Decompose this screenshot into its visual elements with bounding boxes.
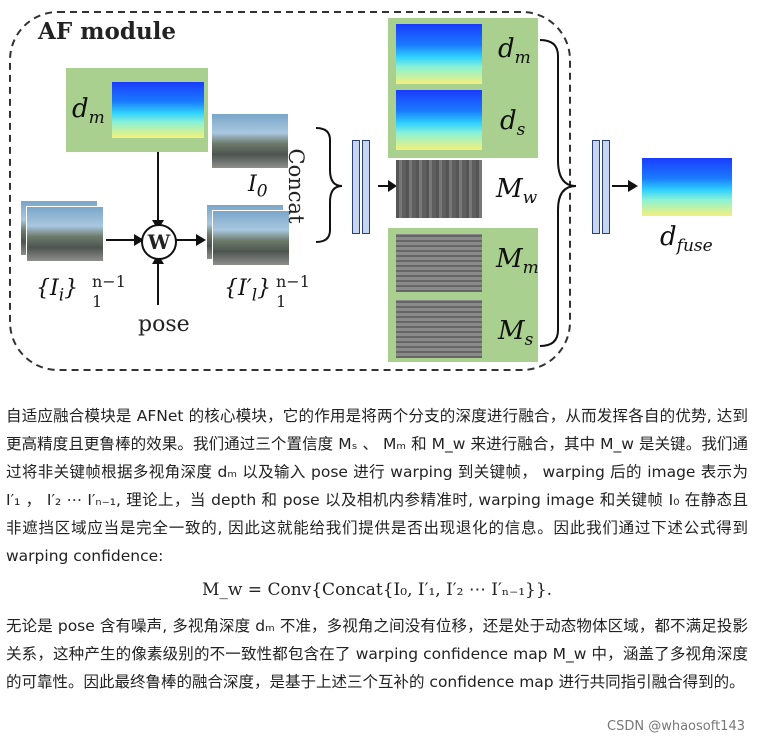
ms-map <box>396 300 482 358</box>
iprime-set-super: n−1 <box>276 272 310 291</box>
ii-set-super: n−1 <box>92 272 126 291</box>
ii-set-under: 1 <box>92 292 103 311</box>
i0-label: I0 <box>248 172 268 202</box>
ms-label: Ms <box>498 316 534 351</box>
conv-stack-2-bar-a <box>592 140 600 234</box>
mw-label: Mw <box>496 174 538 209</box>
module-title: AF module <box>38 18 177 45</box>
mw-map <box>396 160 482 218</box>
concat-brace <box>315 127 343 243</box>
confidence-panel <box>388 228 538 362</box>
depth-panel <box>388 18 538 158</box>
dm-depth-map-right <box>396 24 482 84</box>
dm-right-label: dm <box>498 34 531 69</box>
ii-image-front <box>26 206 104 262</box>
i0-image <box>212 114 288 168</box>
ds-depth-map <box>396 90 482 150</box>
fusion-brace <box>539 39 577 347</box>
mm-label: Mm <box>496 244 539 279</box>
module-border <box>9 11 571 371</box>
paragraph-2: 无论是 pose 含有噪声, 多视角深度 dₘ 不准，多视角之间没有位移，还是处… <box>6 617 748 691</box>
ii-set-label: {Ii} <box>36 276 79 306</box>
iprime-set-under: 1 <box>276 292 287 311</box>
pose-label: pose <box>138 312 190 337</box>
dm-panel <box>66 68 208 152</box>
watermark: CSDN @whaosoft143 <box>607 719 745 734</box>
conv-stack-1-bar-a <box>352 140 360 234</box>
af-module-diagram: AF module dm I0 {Ii} n−1 1 W pose {I′l} … <box>9 11 732 371</box>
mm-map <box>396 234 482 292</box>
ds-label: ds <box>500 106 526 141</box>
iprime-set-label: {I′l} <box>224 276 272 306</box>
iprime-image-front <box>212 210 290 266</box>
warp-node: W <box>141 224 177 260</box>
concat-label: Concat <box>284 148 308 224</box>
diagram-canvas <box>9 11 638 371</box>
dfuse-depth-map <box>642 158 732 216</box>
formula: M_w = Conv{Concat{I₀, I′₁, I′₂ ⋯ I′ₙ₋₁}}… <box>201 580 553 600</box>
dm-label: dm <box>72 94 105 129</box>
dm-depth-map <box>112 82 204 138</box>
article-body: 自适应融合模块是 AFNet 的核心模块，它的作用是将两个分支的深度进行融合，从… <box>6 402 748 696</box>
conv-stack-2-bar-b <box>602 140 610 234</box>
conv-stack-1-bar-b <box>362 140 370 234</box>
dfuse-label: dfuse <box>660 222 713 257</box>
paragraph-1: 自适应融合模块是 AFNet 的核心模块，它的作用是将两个分支的深度进行融合，从… <box>6 407 748 565</box>
